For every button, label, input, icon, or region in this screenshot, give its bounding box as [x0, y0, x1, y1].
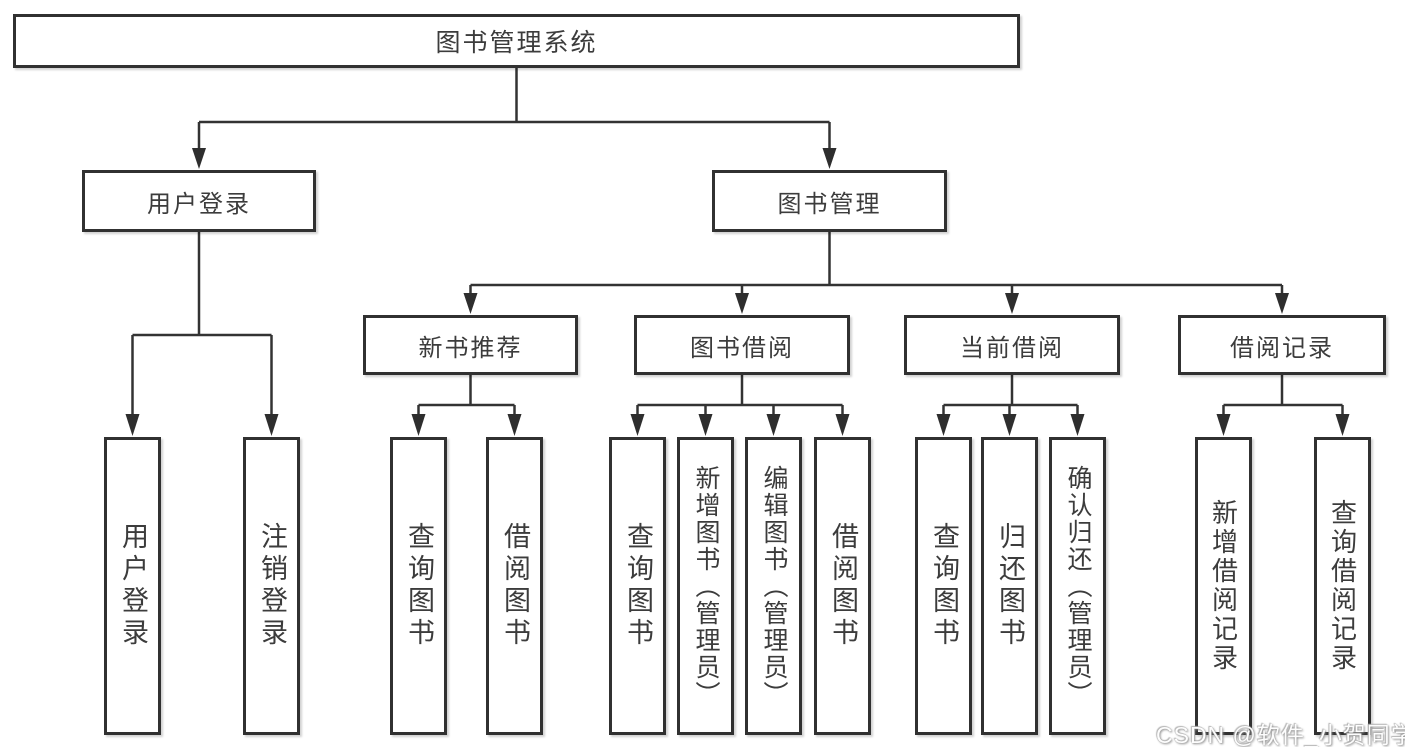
leaf-query-borrow-record: 查询借阅记录 — [1314, 437, 1371, 735]
node-book-borrowing: 图书借阅 — [634, 315, 850, 375]
leaf-user-login: 用户登录 — [104, 437, 161, 735]
leaf-query-books-recommend: 查询图书 — [390, 437, 447, 735]
leaf-logout: 注销登录 — [243, 437, 300, 735]
leaf-confirm-return-admin: 确认归还（管理员） — [1049, 437, 1106, 735]
node-current-borrowing: 当前借阅 — [904, 315, 1120, 375]
node-book-management: 图书管理 — [712, 170, 947, 232]
leaf-add-borrow-record: 新增借阅记录 — [1195, 437, 1252, 735]
leaf-borrow-books-recommend: 借阅图书 — [486, 437, 543, 735]
node-library-system: 图书管理系统 — [13, 14, 1020, 68]
node-new-book-recommend: 新书推荐 — [363, 315, 578, 375]
csdn-watermark: CSDN @软件_小贺同学 — [1156, 722, 1405, 747]
leaf-borrow-books: 借阅图书 — [814, 437, 871, 735]
leaf-query-books-current: 查询图书 — [915, 437, 972, 735]
node-borrow-records: 借阅记录 — [1178, 315, 1386, 375]
leaf-query-books-borrowing: 查询图书 — [609, 437, 666, 735]
leaf-edit-books-admin: 编辑图书（管理员） — [745, 437, 802, 735]
leaf-return-books: 归还图书 — [981, 437, 1038, 735]
node-user-login: 用户登录 — [82, 170, 316, 232]
leaf-add-books-admin: 新增图书（管理员） — [677, 437, 734, 735]
